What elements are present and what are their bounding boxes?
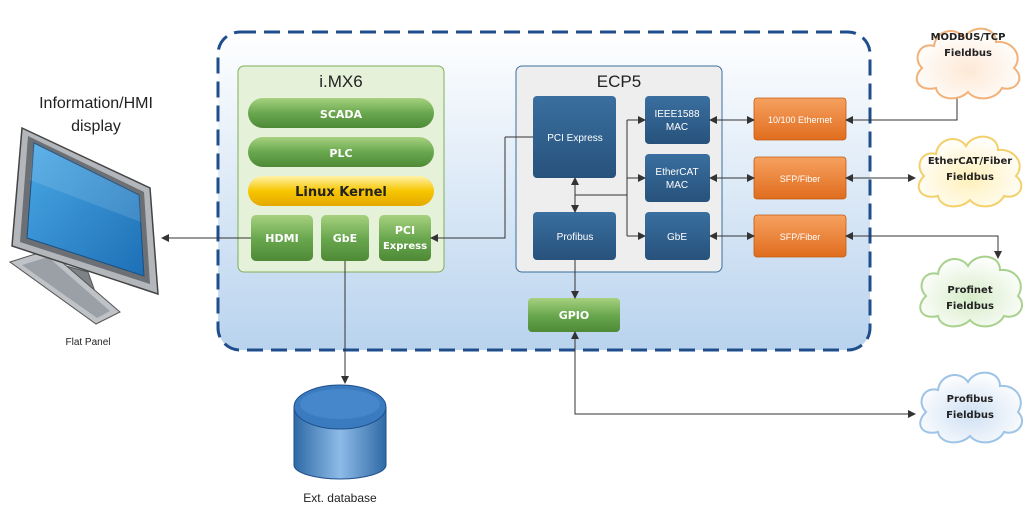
connectors: [161, 83, 1002, 418]
profinet-label-2: Fieldbus: [946, 301, 994, 312]
ecp5-gbe-label: GbE: [667, 232, 687, 243]
ethercat-fieldbus-cloud: EtherCAT/Fiber Fieldbus: [917, 135, 1023, 208]
database-caption: Ext. database: [303, 491, 377, 505]
scada-label: SCADA: [320, 108, 363, 121]
ecp5-block: ECP5 PCI Express Profibus IEEE1588 MAC E…: [515, 65, 723, 273]
imx6-block: i.MX6 SCADA PLC Linux Kernel HDMI GbE PC…: [237, 65, 445, 273]
gpio-box: [528, 298, 620, 332]
profibus-fieldbus-cloud: Profibus Fieldbus: [919, 371, 1023, 444]
imx6-pci-label-1: PCI: [395, 224, 415, 237]
gpio-label: GPIO: [559, 309, 590, 322]
ethercat-fieldbus-label-1: EtherCAT/Fiber: [928, 156, 1012, 167]
imx6-hdmi-label: HDMI: [265, 232, 298, 245]
hmi-title-1: Information/HMI: [39, 95, 153, 112]
ecp5-pci-label: PCI Express: [547, 133, 603, 144]
ethernet-phy-label: 10/100 Ethernet: [768, 115, 833, 125]
hmi-title-2: display: [71, 118, 121, 135]
linux-kernel-label: Linux Kernel: [295, 185, 387, 200]
database-icon: [293, 384, 387, 480]
ethercat-mac-label-1: EtherCAT: [655, 167, 698, 178]
profibus-fieldbus-label-2: Fieldbus: [946, 410, 994, 421]
profibus-fieldbus-label-1: Profibus: [947, 394, 994, 405]
modbus-label-2: Fieldbus: [944, 48, 992, 59]
imx6-title: i.MX6: [319, 72, 362, 91]
sfp-fiber-label-2: SFP/Fiber: [780, 232, 821, 242]
monitor-icon: Information/HMI display: [8, 95, 159, 325]
modbus-label-1: MODBUS/TCP: [931, 32, 1006, 43]
profinet-fieldbus-cloud: Profinet Fieldbus: [919, 255, 1023, 328]
ecp5-profibus-label: Profibus: [557, 232, 594, 243]
ethercat-fieldbus-label-2: Fieldbus: [946, 172, 994, 183]
ieee1588-label-2: MAC: [666, 122, 688, 133]
sfp-fiber-label-1: SFP/Fiber: [780, 174, 821, 184]
flat-panel-caption: Flat Panel: [65, 337, 110, 348]
imx6-pci-label-2: Express: [383, 241, 427, 252]
imx6-gbe-label: GbE: [333, 232, 357, 245]
profinet-label-1: Profinet: [947, 285, 992, 296]
ieee1588-label-1: IEEE1588: [654, 109, 699, 120]
plc-label: PLC: [329, 147, 352, 160]
ecp5-title: ECP5: [597, 72, 641, 91]
ethercat-mac-label-2: MAC: [666, 180, 688, 191]
modbus-fieldbus-cloud: MODBUS/TCP Fieldbus: [915, 27, 1021, 100]
